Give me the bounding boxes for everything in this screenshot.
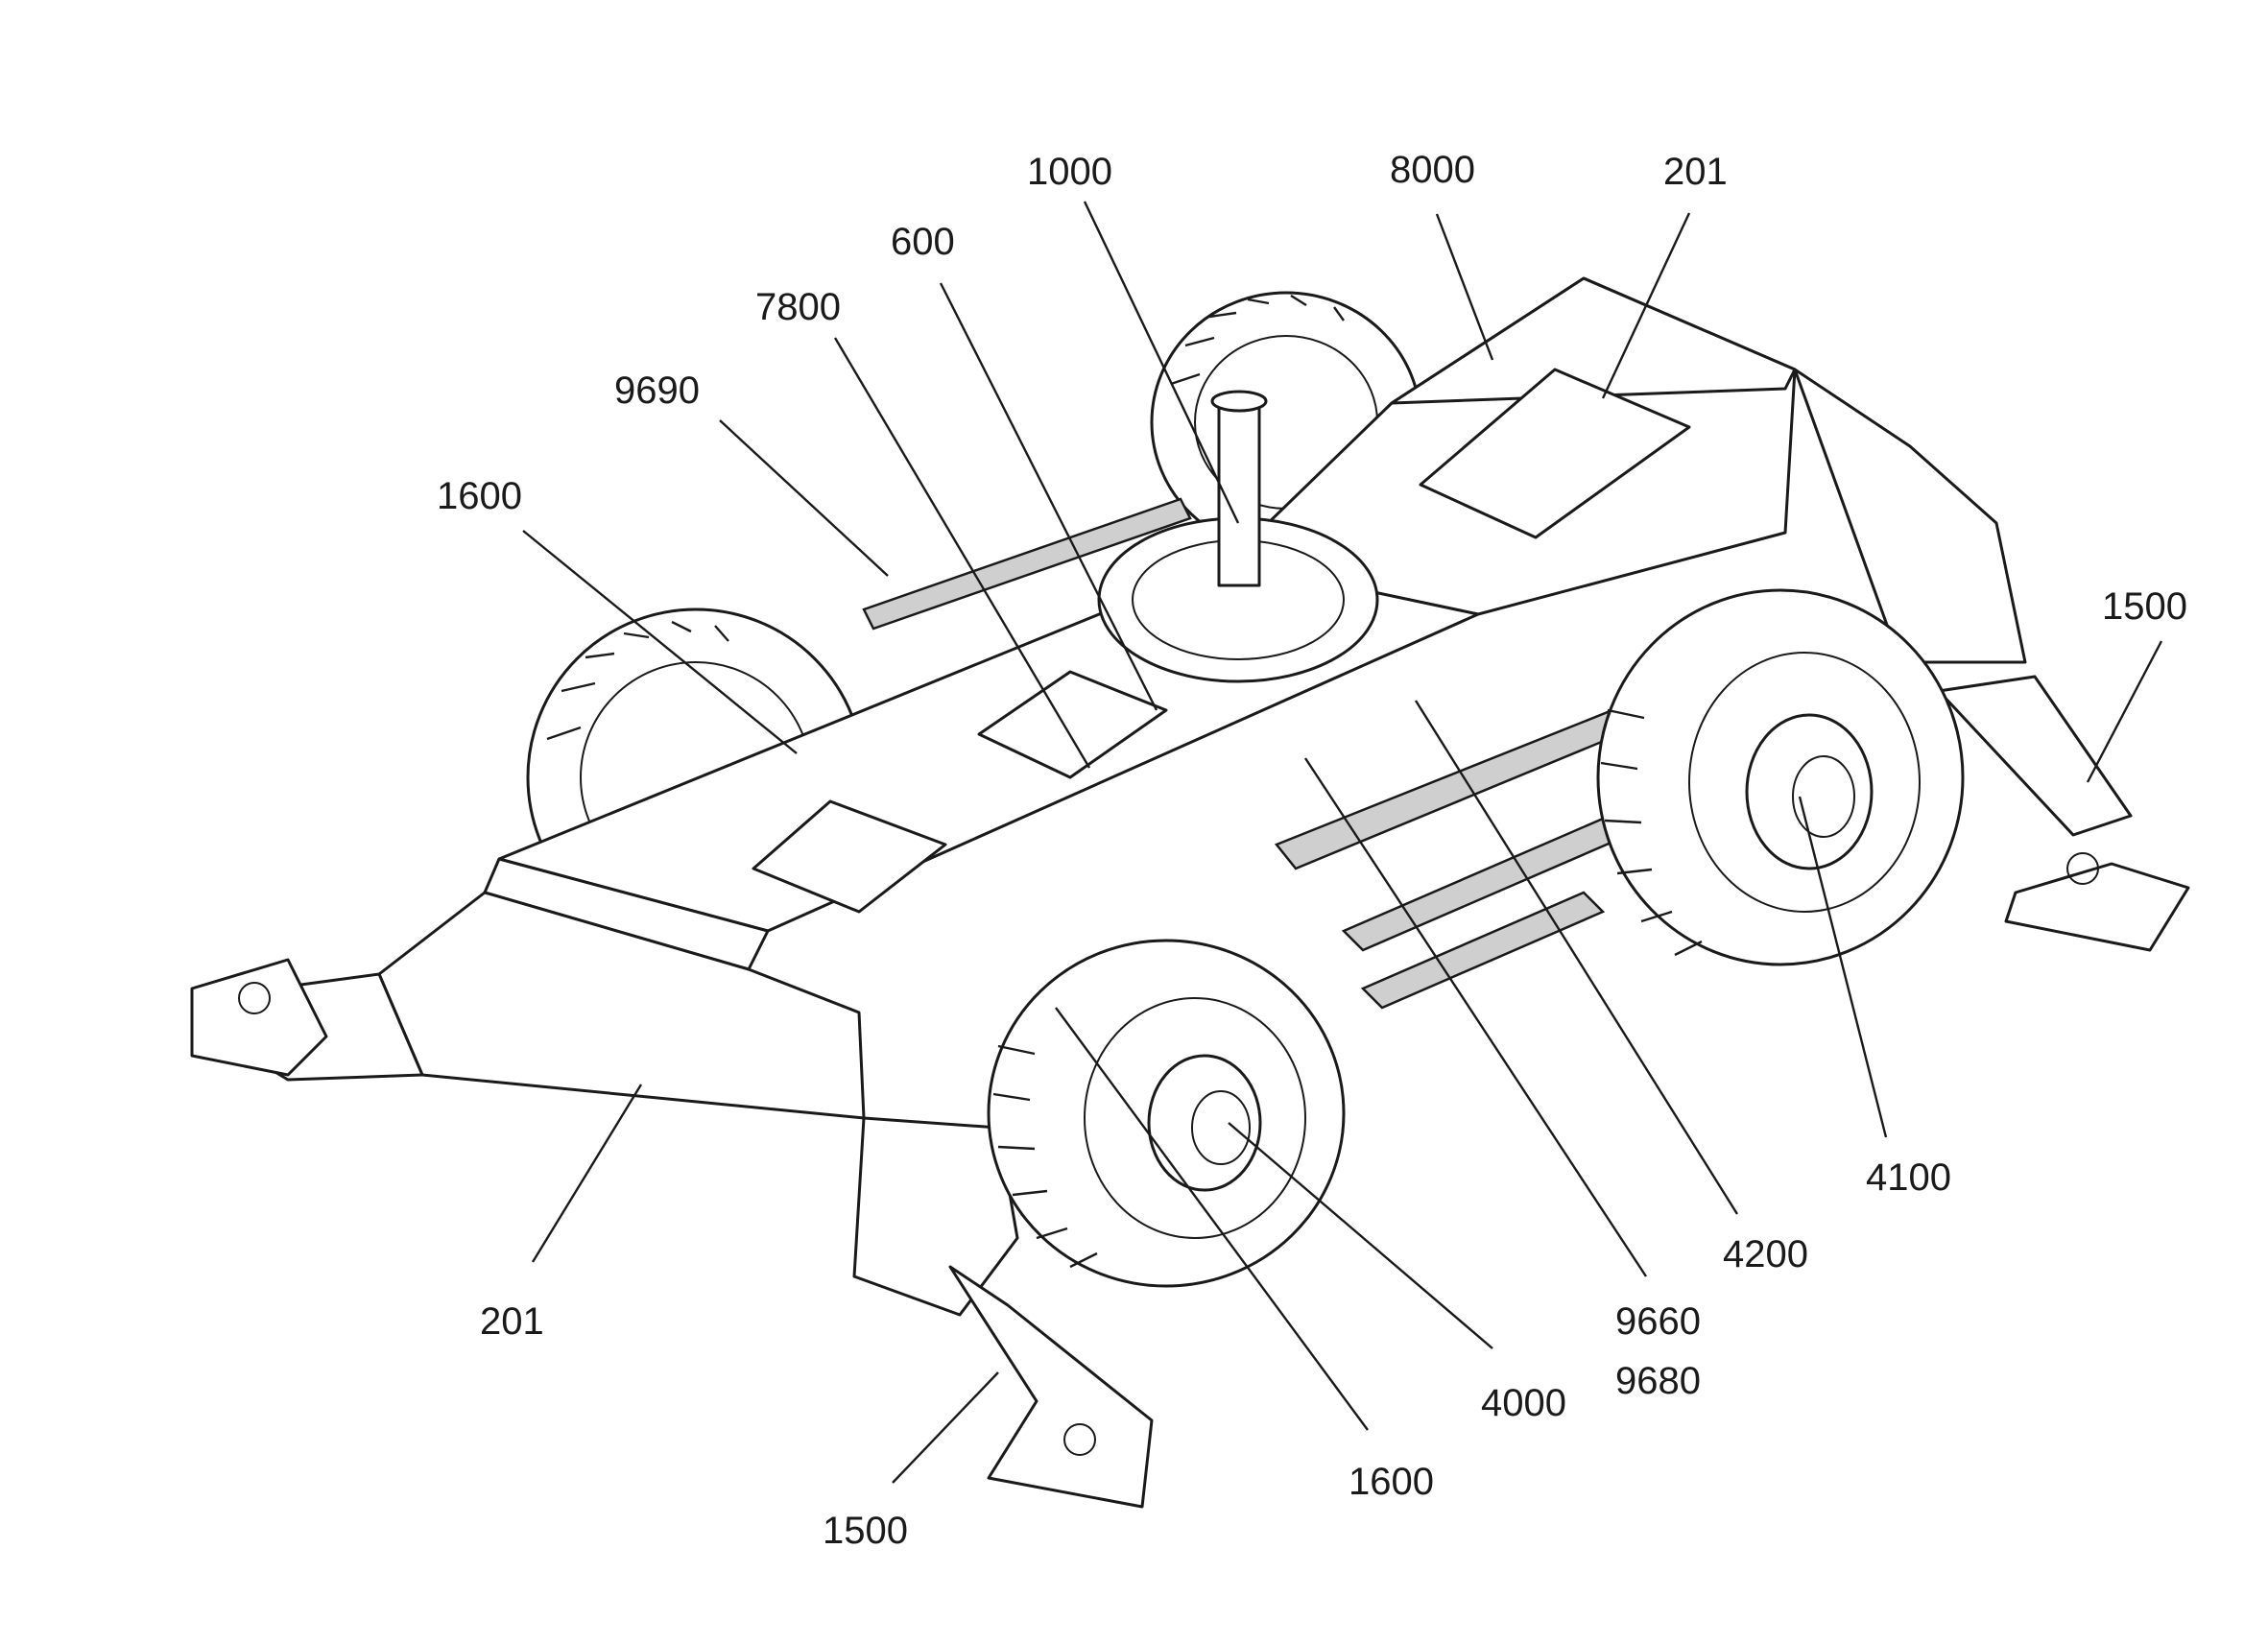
- callout-1600-top: 1600: [437, 475, 522, 517]
- callout-1500-right: 1500: [2102, 585, 2187, 628]
- rear-right-wheel: [1596, 588, 1965, 966]
- callout-9660: 9660: [1615, 1300, 1701, 1343]
- callout-201-top: 201: [1663, 151, 1728, 193]
- front-right-wheel: [987, 939, 1346, 1288]
- callout-9680: 9680: [1615, 1360, 1701, 1402]
- callout-600: 600: [891, 221, 955, 263]
- rear-outrigger-foot: [2004, 852, 2190, 952]
- callout-labels: 1000 8000 201 600 7800 9690 1600 1500 41…: [437, 149, 2187, 1552]
- left-outrigger-foot: [190, 958, 328, 1077]
- callout-201-bottom: 201: [480, 1300, 544, 1343]
- callout-1500-bottom: 1500: [823, 1510, 908, 1552]
- callout-7800: 7800: [755, 286, 841, 328]
- front-outrigger-foot: [948, 1265, 1154, 1509]
- callout-9690: 9690: [614, 369, 700, 412]
- callout-4100: 4100: [1866, 1156, 1951, 1199]
- slewing-ring-assembly: [1097, 390, 1379, 683]
- callout-4000: 4000: [1481, 1382, 1566, 1424]
- callout-1600-bottom: 1600: [1349, 1461, 1434, 1503]
- callout-8000: 8000: [1390, 149, 1475, 191]
- chassis-frame: [190, 276, 2133, 1317]
- leader-lines: [522, 201, 2163, 1484]
- callout-4200: 4200: [1723, 1233, 1808, 1275]
- callout-1000: 1000: [1027, 151, 1112, 193]
